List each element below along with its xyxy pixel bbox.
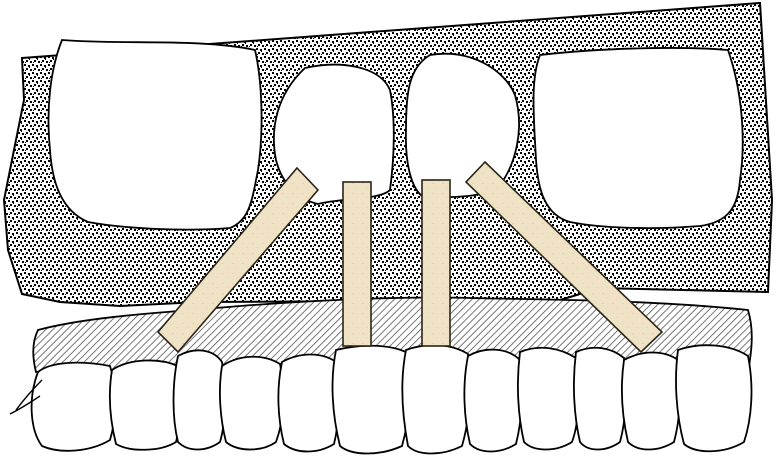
tooth-12: [676, 345, 751, 451]
splint-bar-right-vertical: [422, 180, 450, 346]
tooth-2: [110, 360, 182, 449]
tooth-9: [518, 348, 579, 450]
tooth-1: [32, 363, 116, 451]
tooth-4: [220, 357, 284, 450]
tooth-10: [574, 348, 626, 450]
tooth-6: [333, 346, 410, 454]
molar-cavity-left: [49, 40, 262, 230]
incisor-cavity-right: [406, 54, 519, 198]
tooth-row: [32, 345, 752, 453]
tooth-11: [622, 353, 680, 450]
tooth-3: [174, 350, 225, 449]
tooth-8: [464, 350, 522, 452]
molar-cavity-right: [534, 48, 743, 228]
tooth-5: [278, 355, 338, 452]
tooth-7: [402, 345, 470, 453]
splint-bar-left-vertical: [343, 182, 371, 346]
